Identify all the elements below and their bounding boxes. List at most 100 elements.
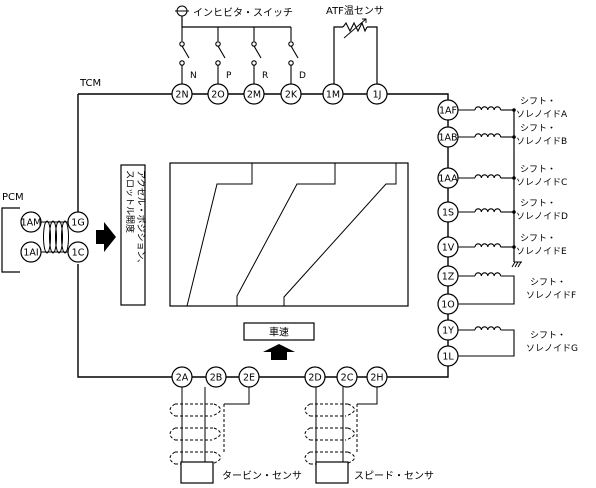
inhibitor-pin-2M [243, 83, 265, 105]
solenoid-coil-icon [474, 326, 502, 331]
inhibitor-switch-label: インヒビタ・スイッチ [193, 7, 293, 19]
speed-pin-2H [366, 366, 388, 388]
tcm-pin-1G [67, 211, 89, 233]
solenoid-label-line1: シフト・ [520, 124, 556, 134]
pin-label: 1M [326, 90, 340, 101]
pin-label: 1S [442, 208, 454, 219]
pin-label: 1J [373, 90, 382, 101]
solenoid-label-line1: シフト・ [520, 165, 556, 175]
tcm-box: TCM [77, 78, 449, 378]
solenoid-pin-1V [437, 236, 459, 258]
pin-label: 2C [341, 373, 354, 384]
throttle-label-line2: スロットル開度 [124, 170, 136, 233]
solenoid-pin-1O [437, 293, 459, 315]
solenoid-pin-1S [437, 201, 459, 223]
solenoid-coil-icon [474, 106, 502, 111]
pin-label: 1AB [438, 133, 457, 144]
solenoid-pin-1L [437, 345, 459, 367]
gear-position-label: D [299, 71, 306, 81]
turbine-pin-2E [238, 366, 260, 388]
turbine-sensor-label: タービン・センサ [222, 470, 302, 482]
turbine-sensor-body [180, 461, 214, 484]
solenoid-label-line1: シフト・ [530, 278, 566, 288]
thermistor-icon [342, 21, 368, 33]
pin-1M [322, 83, 344, 105]
pin-label: 1C [72, 248, 85, 259]
solenoid-label-line2: ソレノイドF [526, 291, 576, 301]
gear-position-label: P [226, 71, 232, 81]
shift-map [169, 162, 409, 307]
turbine-sensor [169, 387, 250, 484]
atf-temp-sensor: ATF温センサ 1M 1J [322, 5, 388, 105]
tcm-label: TCM [79, 78, 101, 89]
solenoid-coil-icon [474, 208, 502, 213]
speed-pin-2D [304, 366, 326, 388]
input-arrow-icon [96, 222, 116, 252]
pin-label: 1Y [442, 326, 454, 337]
pin-1J [366, 83, 388, 105]
solenoid-label-line2: ソレノイドE [516, 247, 567, 257]
pin-label: 2K [285, 90, 298, 101]
pin-label: 1AA [438, 174, 458, 185]
pin-label: 2A [176, 373, 189, 384]
pin-label: 2N [175, 90, 188, 101]
pin-label: 1O [441, 300, 455, 311]
solenoid-label-line2: ソレノイドD [516, 212, 568, 222]
gear-position-label: R [262, 71, 268, 81]
pin-label: 1AI [23, 248, 38, 259]
tcm-pin-1C [67, 241, 89, 263]
pin-label: 1G [71, 218, 84, 229]
solenoid-coil-icon [474, 174, 502, 179]
solenoid-pin-1AB [437, 126, 459, 148]
solenoid-label-line2: ソレノイドB [516, 137, 567, 147]
pin-label: 2H [370, 373, 383, 384]
solenoid-label-line2: ソレノイドG [526, 344, 578, 354]
throttle-label-line1: アクセル・ポジション、 [135, 170, 146, 268]
vehicle-speed-label: 車速 [269, 326, 289, 339]
speed-arrow-icon [263, 344, 295, 360]
pin-label: 1AF [439, 106, 457, 117]
solenoid-coil-icon [474, 133, 502, 138]
turbine-pin-2A [171, 366, 193, 388]
bottom-pins: 2A 2B 2E 2D 2C 2H [171, 366, 388, 388]
pcm-block: PCM 1AM 1AI 1G 1C [1, 192, 89, 273]
solenoid-label-line1: シフト・ [520, 199, 556, 209]
ground-icon [511, 261, 522, 268]
solenoid-pin-1Y [437, 319, 459, 341]
atf-sensor-label: ATF温センサ [326, 5, 384, 17]
pin-label: 1L [442, 352, 454, 363]
solenoid-coil-icon [474, 243, 502, 248]
pcm-label: PCM [2, 192, 24, 203]
solenoid-pin-1AF [437, 99, 459, 121]
vehicle-speed-label-box: 車速 [243, 322, 315, 341]
pin-label: 1Z [442, 272, 455, 283]
speed-sensor-label: スピード・センサ [354, 470, 434, 482]
pin-label: 2B [210, 373, 223, 384]
gear-position-label: N [190, 71, 197, 81]
inhibitor-pin-2N [171, 83, 193, 105]
pin-label: 1AM [21, 218, 42, 229]
solenoid-label-line2: ソレノイドC [516, 178, 567, 188]
speed-pin-2C [336, 366, 358, 388]
solenoid-pin-1AA [437, 167, 459, 189]
inhibitor-pin-2K [280, 83, 302, 105]
shift-line-3 [283, 163, 397, 306]
solenoid-pin-1Z [437, 265, 459, 287]
solenoid-label-line2: ソレノイドA [516, 110, 568, 120]
pin-label: 1V [442, 243, 455, 254]
shift-solenoids: 1AFシフト・ソレノイドA1ABシフト・ソレノイドB1AAシフト・ソレノイドC1… [437, 97, 578, 367]
pcm-twisted-pair [41, 220, 69, 254]
pin-label: 2D [308, 373, 321, 384]
solenoid-label-line1: シフト・ [520, 97, 556, 107]
inhibitor-switch: インヒビタ・スイッチ N P R D 2N 2O 2M 2K [171, 5, 306, 105]
solenoid-coil-icon [474, 272, 502, 277]
speed-sensor [304, 387, 378, 484]
pin-label: 2O [211, 90, 225, 101]
pin-label: 2E [243, 373, 255, 384]
pin-label: 2M [247, 90, 261, 101]
solenoid-label-line1: シフト・ [520, 234, 556, 244]
solenoid-label-line1: シフト・ [530, 331, 566, 341]
speed-sensor-body [315, 461, 349, 484]
throttle-input-box: アクセル・ポジション、 スロットル開度 [120, 164, 146, 306]
